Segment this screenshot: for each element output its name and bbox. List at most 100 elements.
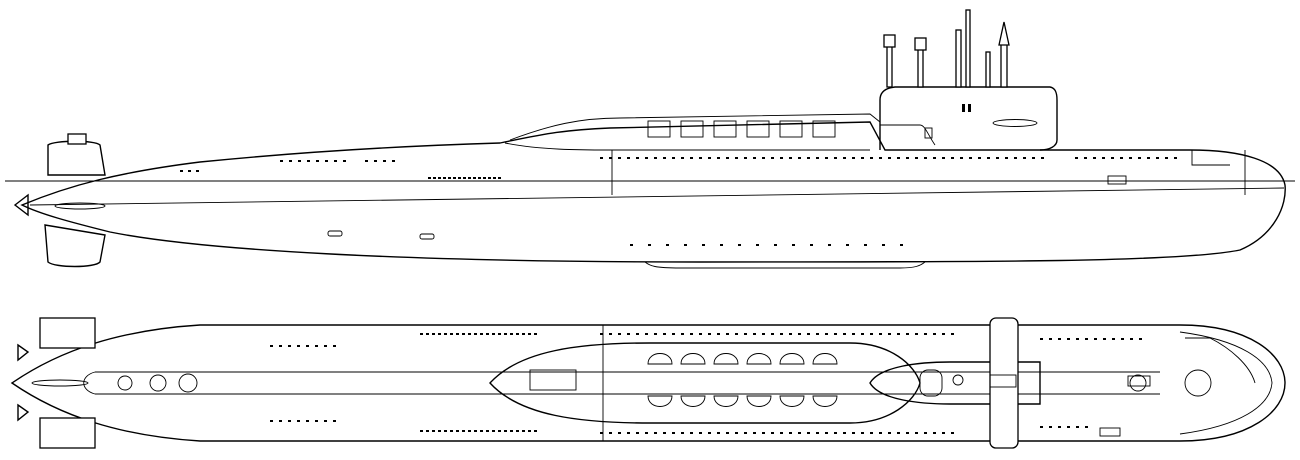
vent-dot [420,430,423,432]
vent-dot [738,244,741,246]
vent-dot [420,333,423,335]
missile-hatch [812,353,838,365]
vent-dot [498,177,501,179]
vent-dot [480,333,483,335]
vent-dot [870,333,873,335]
vent-dot [188,170,191,172]
vent-dot [870,157,873,159]
missile-hatches-top [647,353,838,407]
missile-hatch [713,395,739,407]
vent-dot [879,157,882,159]
hull-opening [327,230,343,237]
vent-dot [879,333,882,335]
vent-dot [306,345,309,347]
vent-dot [798,333,801,335]
periscope [952,374,964,386]
vent-dot [462,430,465,432]
vent-dot [834,157,837,159]
vent-dot [600,333,603,335]
vent-dot [486,430,489,432]
vent-dot [493,177,496,179]
vent-dot [798,432,801,434]
vent-dot [343,160,346,162]
vent-dot [636,333,639,335]
vent-dot [528,430,531,432]
vent-dot [726,432,729,434]
vent-dot [334,160,337,162]
vent-dot [879,432,882,434]
vent-dot [474,430,477,432]
vent-dot [609,333,612,335]
vent-dot [450,430,453,432]
vent-dot [915,333,918,335]
vent-dot [933,432,936,434]
sail [879,86,1058,151]
vent-dot [906,333,909,335]
vent-dot [702,244,705,246]
vent-dot [828,244,831,246]
vent-dot [474,333,477,335]
hull-opening [419,233,435,240]
vent-dot [861,333,864,335]
top-hull [10,324,1286,442]
vent-dot [924,157,927,159]
vent-dot [443,177,446,179]
vent-dot [280,160,283,162]
vent-dot [825,333,828,335]
vent-dot [897,333,900,335]
vent-dot [306,420,309,422]
missile-hatch [779,353,805,365]
hatch [149,374,167,392]
deck-hatch [529,369,577,391]
vent-dot [1120,157,1123,159]
vent-dot [834,432,837,434]
sail-plane [992,119,1038,127]
upper-rudder [47,140,106,176]
bow-dome [1191,150,1230,166]
vent-dot [315,420,318,422]
vent-dot [510,333,513,335]
vent-dot [324,345,327,347]
keel-fairing [644,261,926,269]
vent-dot [492,430,495,432]
sail-top [869,361,1041,405]
vent-dot [942,157,945,159]
vent-dot [522,430,525,432]
vent-dot [774,244,777,246]
vent-dot [852,432,855,434]
vent-dot [843,432,846,434]
vent-dot [270,420,273,422]
vent-dot [933,333,936,335]
bow-hatch [1184,369,1212,397]
vent-dot [488,177,491,179]
vent-dot [645,333,648,335]
vent-dot [708,157,711,159]
vent-dot [478,177,481,179]
sail-step [880,124,936,146]
vent-dot [1040,338,1043,340]
vent-dot [516,430,519,432]
vent-dot [1023,157,1026,159]
missile-hatch [713,353,739,365]
vent-dot [1085,426,1088,428]
vent-dot [870,432,873,434]
vent-dot [933,157,936,159]
missile-hatch [647,395,673,407]
vent-dot [807,432,810,434]
vent-dot [762,432,765,434]
vent-dot [636,432,639,434]
vent-dot [438,430,441,432]
vent-dot [834,333,837,335]
vent-dot [861,157,864,159]
vent-dot [458,177,461,179]
vent-dot [288,420,291,422]
vent-dot [1174,157,1177,159]
vent-dot [789,333,792,335]
vent-dot [882,244,885,246]
bow-hatch [1107,175,1127,185]
vent-dot [534,430,537,432]
vent-dot [298,160,301,162]
vent-dot [942,333,945,335]
missile-hatch [647,120,671,138]
missile-hatch [680,353,706,365]
